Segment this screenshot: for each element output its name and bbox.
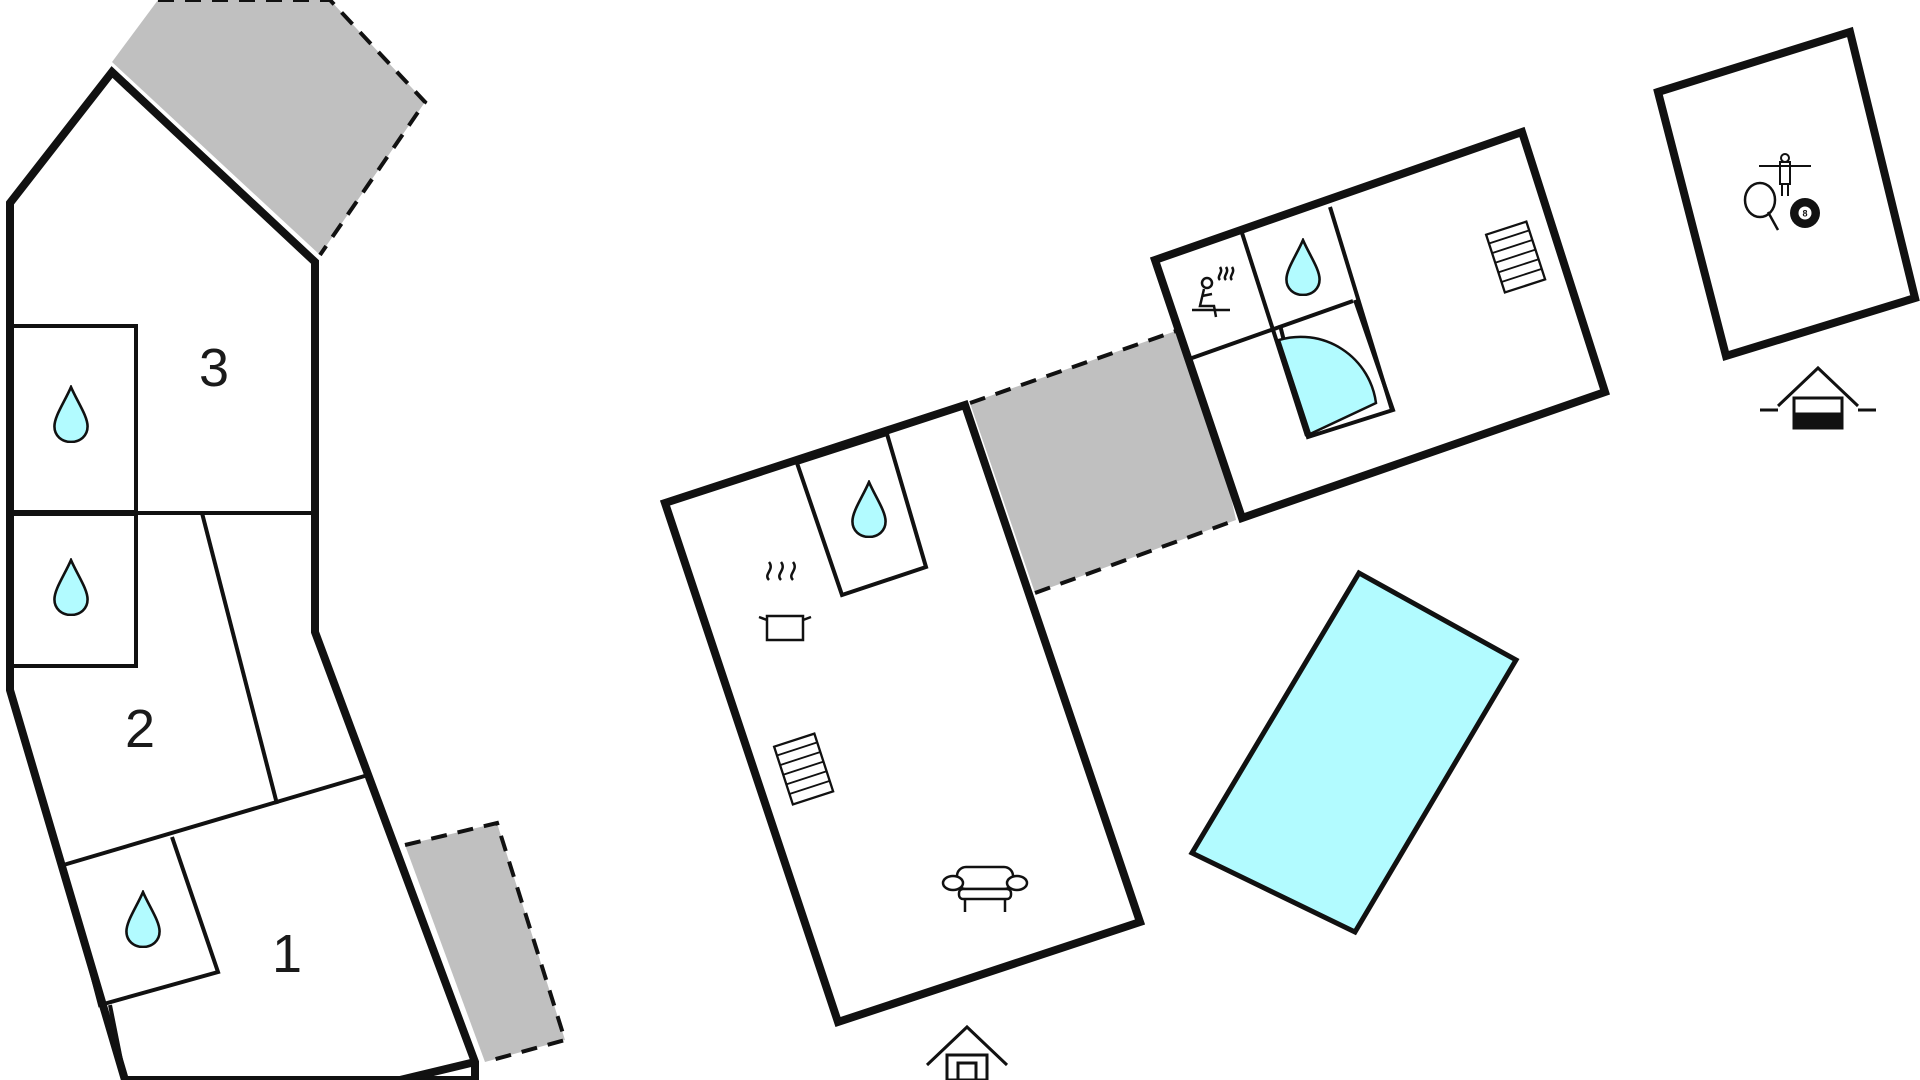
house-entrance-icon xyxy=(925,1024,1009,1080)
room-label-3: 3 xyxy=(199,338,229,398)
left-building-interior-walls xyxy=(8,324,369,1080)
terrace-right-left-dashed-edge xyxy=(404,820,568,1064)
sauna-icon xyxy=(1192,266,1235,318)
main-house-outline xyxy=(659,399,1146,1028)
cooking-pot-icon xyxy=(758,561,812,642)
room-label-2: 2 xyxy=(125,699,155,759)
middle-building xyxy=(659,323,1237,1080)
room-label-1: 1 xyxy=(272,924,302,984)
table-tennis-icon xyxy=(1743,181,1780,231)
terrace-middle xyxy=(970,325,1236,593)
house-entrance-icon xyxy=(1760,365,1876,430)
main-house-bathroom xyxy=(794,431,929,598)
billiard-ball-icon: 8 xyxy=(1790,198,1820,228)
left-building-bottom-edge xyxy=(399,1058,476,1080)
activity-room-outline xyxy=(1653,26,1920,362)
terrace-top-left xyxy=(112,0,425,255)
swimming-pool xyxy=(1188,569,1520,936)
left-building: 3 2 1 xyxy=(6,0,568,1080)
annex-interior-walls xyxy=(1191,206,1396,440)
table-football-icon xyxy=(1759,153,1811,196)
sofa-icon xyxy=(941,865,1029,912)
annex-outline xyxy=(1149,126,1610,524)
svg-text:8: 8 xyxy=(1802,209,1807,219)
terrace-right-left xyxy=(405,823,565,1062)
activity-building: 8 xyxy=(1653,26,1920,430)
annex-building xyxy=(1149,126,1610,524)
shower-quarter-circle-icon xyxy=(1277,335,1378,436)
